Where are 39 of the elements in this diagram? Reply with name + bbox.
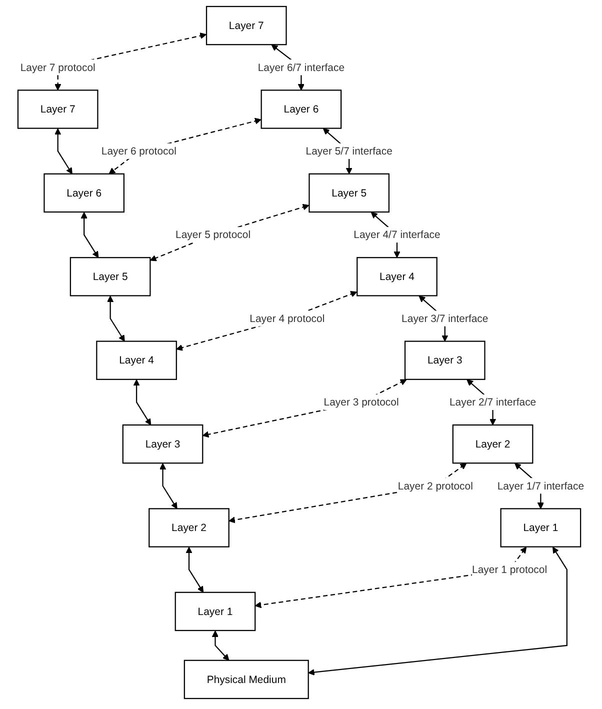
edge-label: Layer 4/7 interface xyxy=(354,228,440,240)
node-box: Layer 6 xyxy=(260,90,342,129)
node-box: Layer 5 xyxy=(308,173,390,213)
node-box: Layer 4 xyxy=(356,257,438,296)
edge-label: Layer 4 protocol xyxy=(250,312,325,324)
arrow xyxy=(176,290,358,351)
node-box: Layer 3 xyxy=(122,424,204,464)
node-box: Layer 1 xyxy=(174,592,256,632)
node-box: Layer 1 xyxy=(500,508,582,548)
arrow xyxy=(150,204,310,262)
edge-label: Layer 6 protocol xyxy=(101,144,176,157)
node-box: Physical Medium xyxy=(184,660,309,700)
node-box: Layer 3 xyxy=(404,340,486,380)
arrow xyxy=(54,128,72,174)
edge-label: Layer 5/7 interface xyxy=(306,144,392,157)
arrow xyxy=(107,296,125,342)
node-box: Layer 2 xyxy=(452,424,534,464)
edge-label: Layer 6/7 interface xyxy=(258,61,345,74)
node-box: Layer 7 xyxy=(17,90,98,129)
node-box: Layer 6 xyxy=(44,173,124,213)
node-box: Layer 2 xyxy=(148,508,230,548)
arrow xyxy=(212,630,230,661)
edge-label: Layer 5 protocol xyxy=(176,228,251,240)
arrow xyxy=(133,379,152,426)
edge-label: Layer 2/7 interface xyxy=(449,396,536,408)
arrow xyxy=(159,463,178,509)
edge-label: Layer 3 protocol xyxy=(324,396,399,408)
edge-label: Layer 2 protocol xyxy=(398,480,473,492)
node-box: Layer 4 xyxy=(96,340,177,380)
node-box: Layer 7 xyxy=(206,6,287,46)
arrow xyxy=(186,546,204,593)
arrow xyxy=(80,212,99,258)
arrow xyxy=(202,379,407,438)
arrow xyxy=(308,546,568,676)
edge-label: Layer 1 protocol xyxy=(472,563,548,576)
edge-label: Layer 3/7 interface xyxy=(402,312,488,324)
edge-label: Layer 1/7 interface xyxy=(497,480,584,492)
edge-label: Layer 7 protocol xyxy=(20,61,96,74)
node-box: Layer 5 xyxy=(70,257,151,296)
